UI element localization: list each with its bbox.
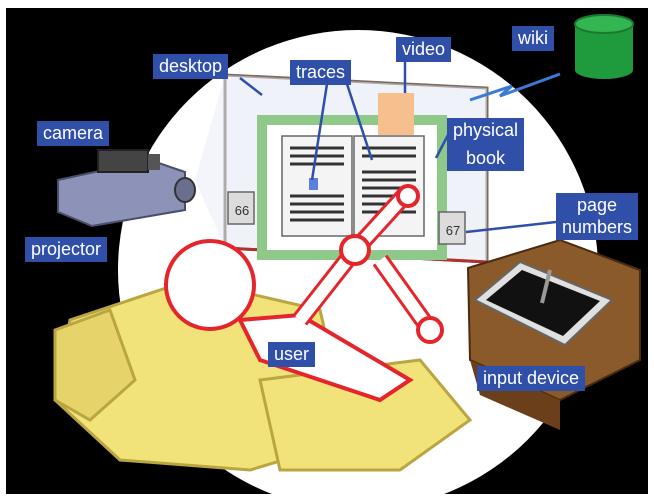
trace-mark [309,178,318,190]
wireless-link [469,72,561,102]
label-page-numbers: page numbers [556,193,639,240]
label-wiki: wiki [512,26,554,51]
page-number-right: 67 [445,223,461,238]
page-number-left: 66 [234,203,250,218]
user-figure [164,184,444,403]
label-physical-book: physical book [447,118,525,171]
label-video: video [396,37,452,62]
label-user: user [268,342,316,367]
label-projector: projector [25,237,108,262]
label-physical-book-line1: physical [453,120,519,140]
label-desktop: desktop [153,54,229,79]
label-camera: camera [37,121,110,146]
label-page-numbers-line2: numbers [562,217,633,237]
label-traces: traces [290,60,352,85]
label-input-device: input device [477,366,586,391]
label-page-numbers-line1: page [576,195,618,215]
left-page-number-box [227,191,255,225]
input-device-tablet [473,260,614,347]
wiki-database-icon [574,14,634,79]
video-patch [378,93,414,135]
right-page-number-box [438,211,466,245]
label-physical-book-line2: book [465,148,506,168]
camera-projector-icon [57,149,196,228]
